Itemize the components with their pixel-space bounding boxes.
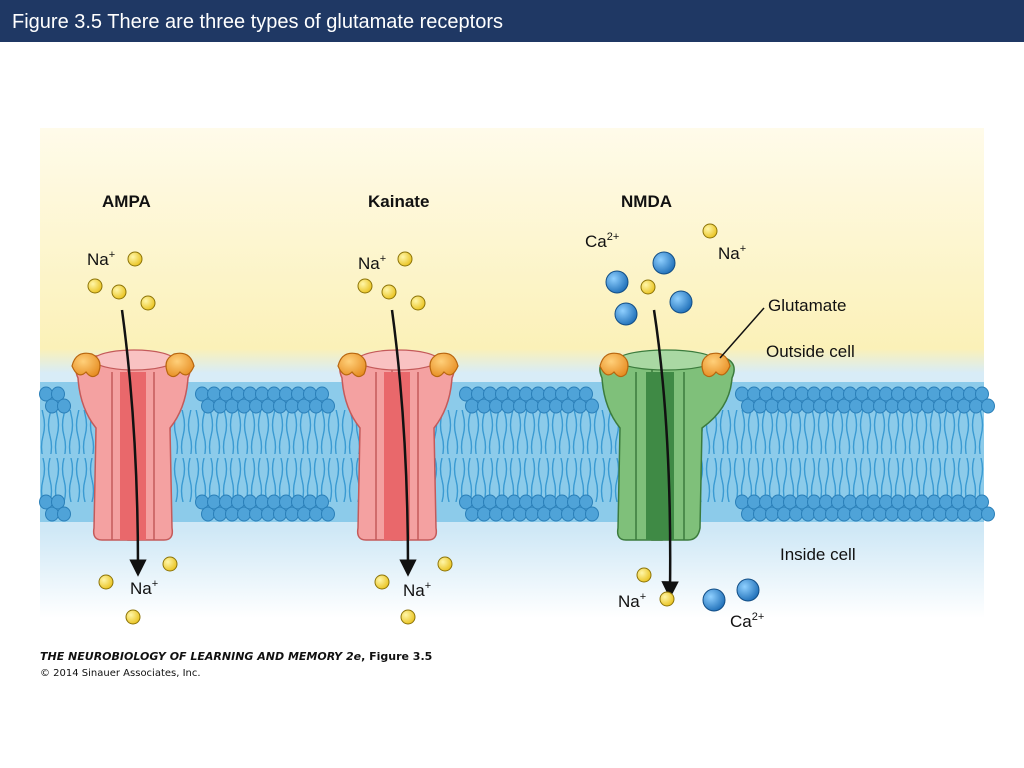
sodium-ion [374, 574, 390, 590]
sodium-ion [397, 251, 413, 267]
caption-book-title: THE NEUROBIOLOGY OF LEARNING AND MEMORY … [40, 650, 362, 663]
sodium-ion [111, 284, 127, 300]
sodium-ion [640, 279, 656, 295]
sodium-ion [636, 567, 652, 583]
lipid-head [981, 506, 995, 522]
calcium-ion [702, 588, 726, 612]
ampa-na-outside-label: Na+ [87, 249, 115, 269]
lipid-head [321, 506, 335, 522]
lipid-head [315, 386, 329, 402]
lipid-head [585, 506, 599, 522]
glutamate-label: Glutamate [768, 296, 846, 315]
sodium-ion [702, 223, 718, 239]
background [40, 128, 984, 618]
sodium-ion [410, 295, 426, 311]
sodium-ion [357, 278, 373, 294]
cell-membrane [39, 382, 995, 522]
glutamate-binding-kainate [337, 352, 459, 378]
ampa-receptor [71, 349, 195, 541]
kainate-receptor [337, 349, 459, 541]
sodium-ion [162, 556, 178, 572]
inside-cell-label: Inside cell [780, 545, 856, 564]
sodium-ion [98, 574, 114, 590]
nmda-ion-flow-arrow [652, 309, 679, 599]
figure-caption: THE NEUROBIOLOGY OF LEARNING AND MEMORY … [40, 650, 432, 681]
ampa-ion-flow-arrow [120, 309, 147, 577]
lipid-head [57, 506, 71, 522]
sodium-ion [127, 251, 143, 267]
glutamate-pointer-line [719, 307, 765, 359]
caption-source: THE NEUROBIOLOGY OF LEARNING AND MEMORY … [40, 650, 432, 664]
outside-cell-label: Outside cell [766, 342, 855, 361]
lipid-head [51, 494, 65, 510]
kainate-label: Kainate [368, 192, 429, 211]
calcium-ion [605, 270, 629, 294]
lipid-head [585, 398, 599, 414]
caption-figure-ref: , Figure 3.5 [361, 650, 433, 663]
nmda-na-inside-label: Na+ [618, 591, 646, 611]
ampa-na-inside-label: Na+ [130, 578, 158, 598]
lipid-head [975, 494, 989, 510]
lipid-head [315, 494, 329, 510]
glutamate-receptor-figure: AMPA Kainate NMDA Na+ Na+ Na+ Na+ Ca2+ N… [39, 128, 995, 631]
glutamate-binding-nmda [599, 352, 731, 378]
lipid-head [321, 398, 335, 414]
sodium-ion [381, 284, 397, 300]
lipid-head [981, 398, 995, 414]
calcium-ion [669, 290, 693, 314]
sodium-ion [437, 556, 453, 572]
nmda-label: NMDA [621, 192, 672, 211]
slide-title: Figure 3.5 There are three types of glut… [12, 11, 504, 33]
sodium-ion [87, 278, 103, 294]
lipid-head [579, 386, 593, 402]
calcium-ions [605, 251, 760, 612]
lipid-head [57, 398, 71, 414]
caption-copyright: © 2014 Sinauer Associates, Inc. [40, 668, 201, 679]
lipid-head [579, 494, 593, 510]
calcium-ion [614, 302, 638, 326]
lipid-head [51, 386, 65, 402]
kainate-na-inside-label: Na+ [403, 580, 431, 600]
nmda-receptor [599, 349, 735, 541]
nmda-ca-outside-label: Ca2+ [585, 231, 619, 251]
lipid-head [975, 386, 989, 402]
sodium-ion [400, 609, 416, 625]
ampa-label: AMPA [102, 192, 151, 211]
calcium-ion [652, 251, 676, 275]
nmda-ca-inside-label: Ca2+ [730, 611, 764, 631]
title-bar: Figure 3.5 There are three types of glut… [0, 0, 1024, 42]
kainate-ion-flow-arrow [390, 309, 417, 577]
sodium-ions [87, 223, 718, 625]
calcium-ion [736, 578, 760, 602]
receptor-diagram: AMPA Kainate NMDA Na+ Na+ Na+ Na+ Ca2+ N… [39, 128, 995, 631]
sodium-ion [125, 609, 141, 625]
sodium-ion [659, 591, 675, 607]
glutamate-binding-ampa [71, 352, 195, 378]
kainate-na-outside-label: Na+ [358, 253, 386, 273]
nmda-na-outside-label: Na+ [718, 243, 746, 263]
sodium-ion [140, 295, 156, 311]
